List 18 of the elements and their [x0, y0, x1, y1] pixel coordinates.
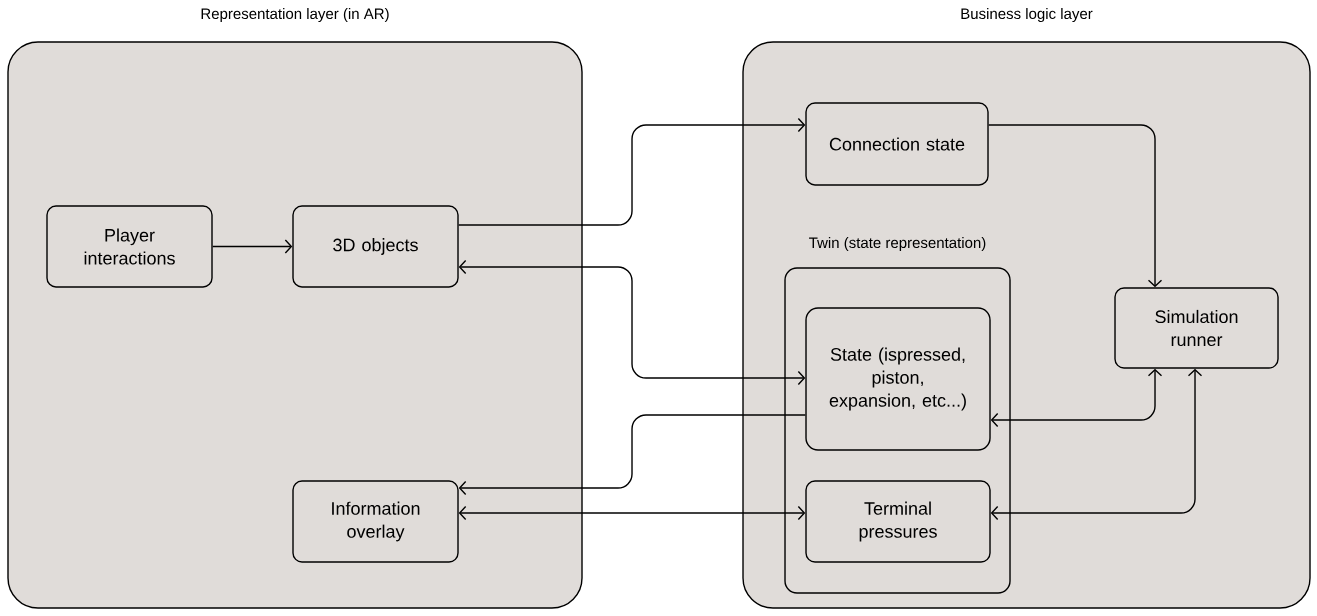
arrow: [458, 414, 806, 496]
arrow: [988, 124, 1163, 288]
arrow: [458, 259, 806, 386]
arrow: [212, 239, 293, 254]
arrow: [458, 117, 806, 226]
component-box: Simulation runner: [1114, 287, 1279, 369]
component-box: 3D objects: [292, 205, 459, 288]
component-box: State (ispressed, piston, expansion, etc...): [805, 307, 991, 451]
component-box: Information overlay: [292, 480, 459, 563]
arrow: [990, 368, 1203, 521]
heading: Business logic layer: [961, 8, 1093, 22]
arrow: [990, 368, 1163, 428]
arrow: [458, 505, 806, 521]
heading: Twin (state representation): [809, 237, 986, 251]
component-box: Connection state: [805, 102, 989, 186]
component-box: Player interactions: [46, 205, 213, 288]
component-box: Terminal pressures: [805, 480, 991, 563]
heading: Representation layer (in AR): [201, 8, 389, 22]
